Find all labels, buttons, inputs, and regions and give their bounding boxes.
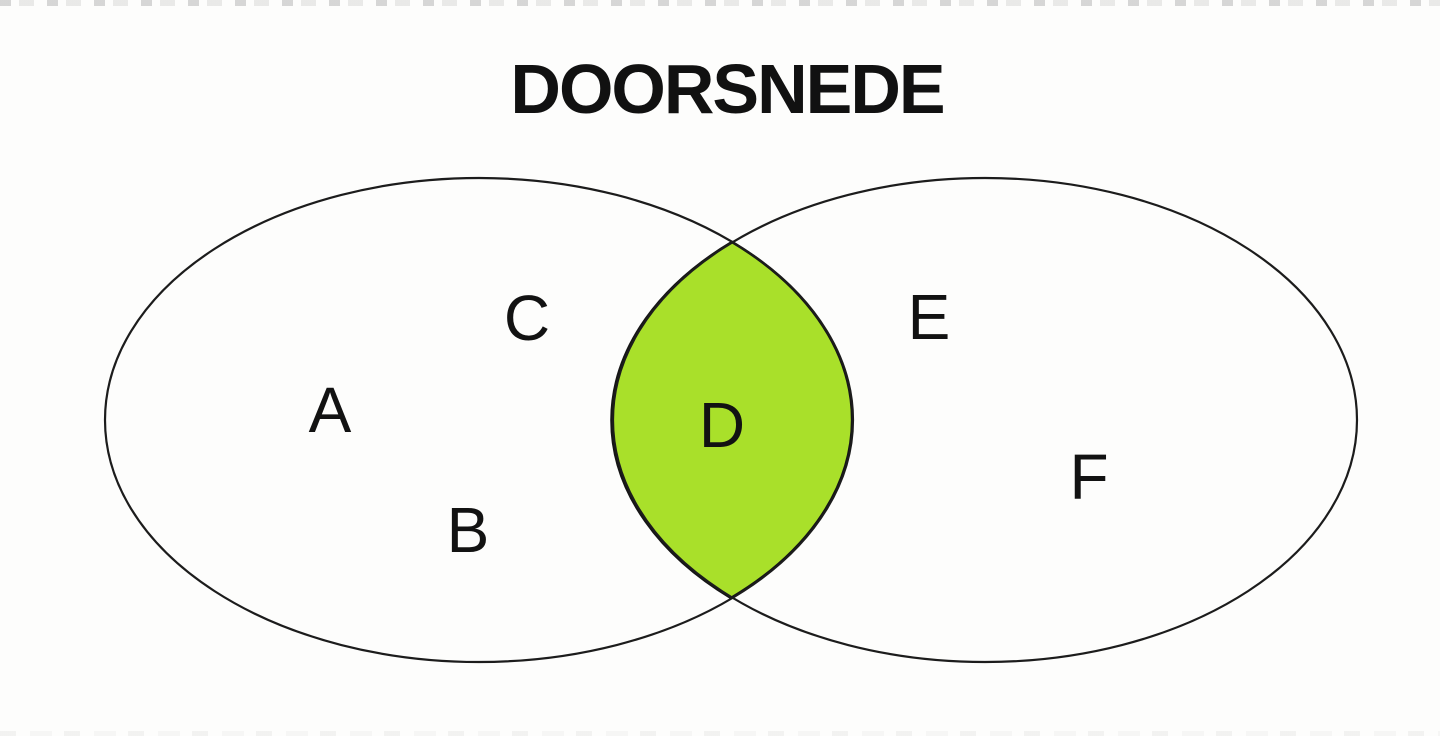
diagram-title: DOORSNEDE: [510, 50, 943, 128]
region-label-c: C: [504, 282, 550, 354]
region-label-f: F: [1069, 441, 1108, 513]
region-label-e: E: [908, 281, 951, 353]
right-ellipse: [611, 176, 1359, 664]
left-ellipse: [103, 176, 855, 664]
region-label-b: B: [447, 494, 490, 566]
region-label-a: A: [309, 374, 352, 446]
region-label-d: D: [699, 389, 745, 461]
